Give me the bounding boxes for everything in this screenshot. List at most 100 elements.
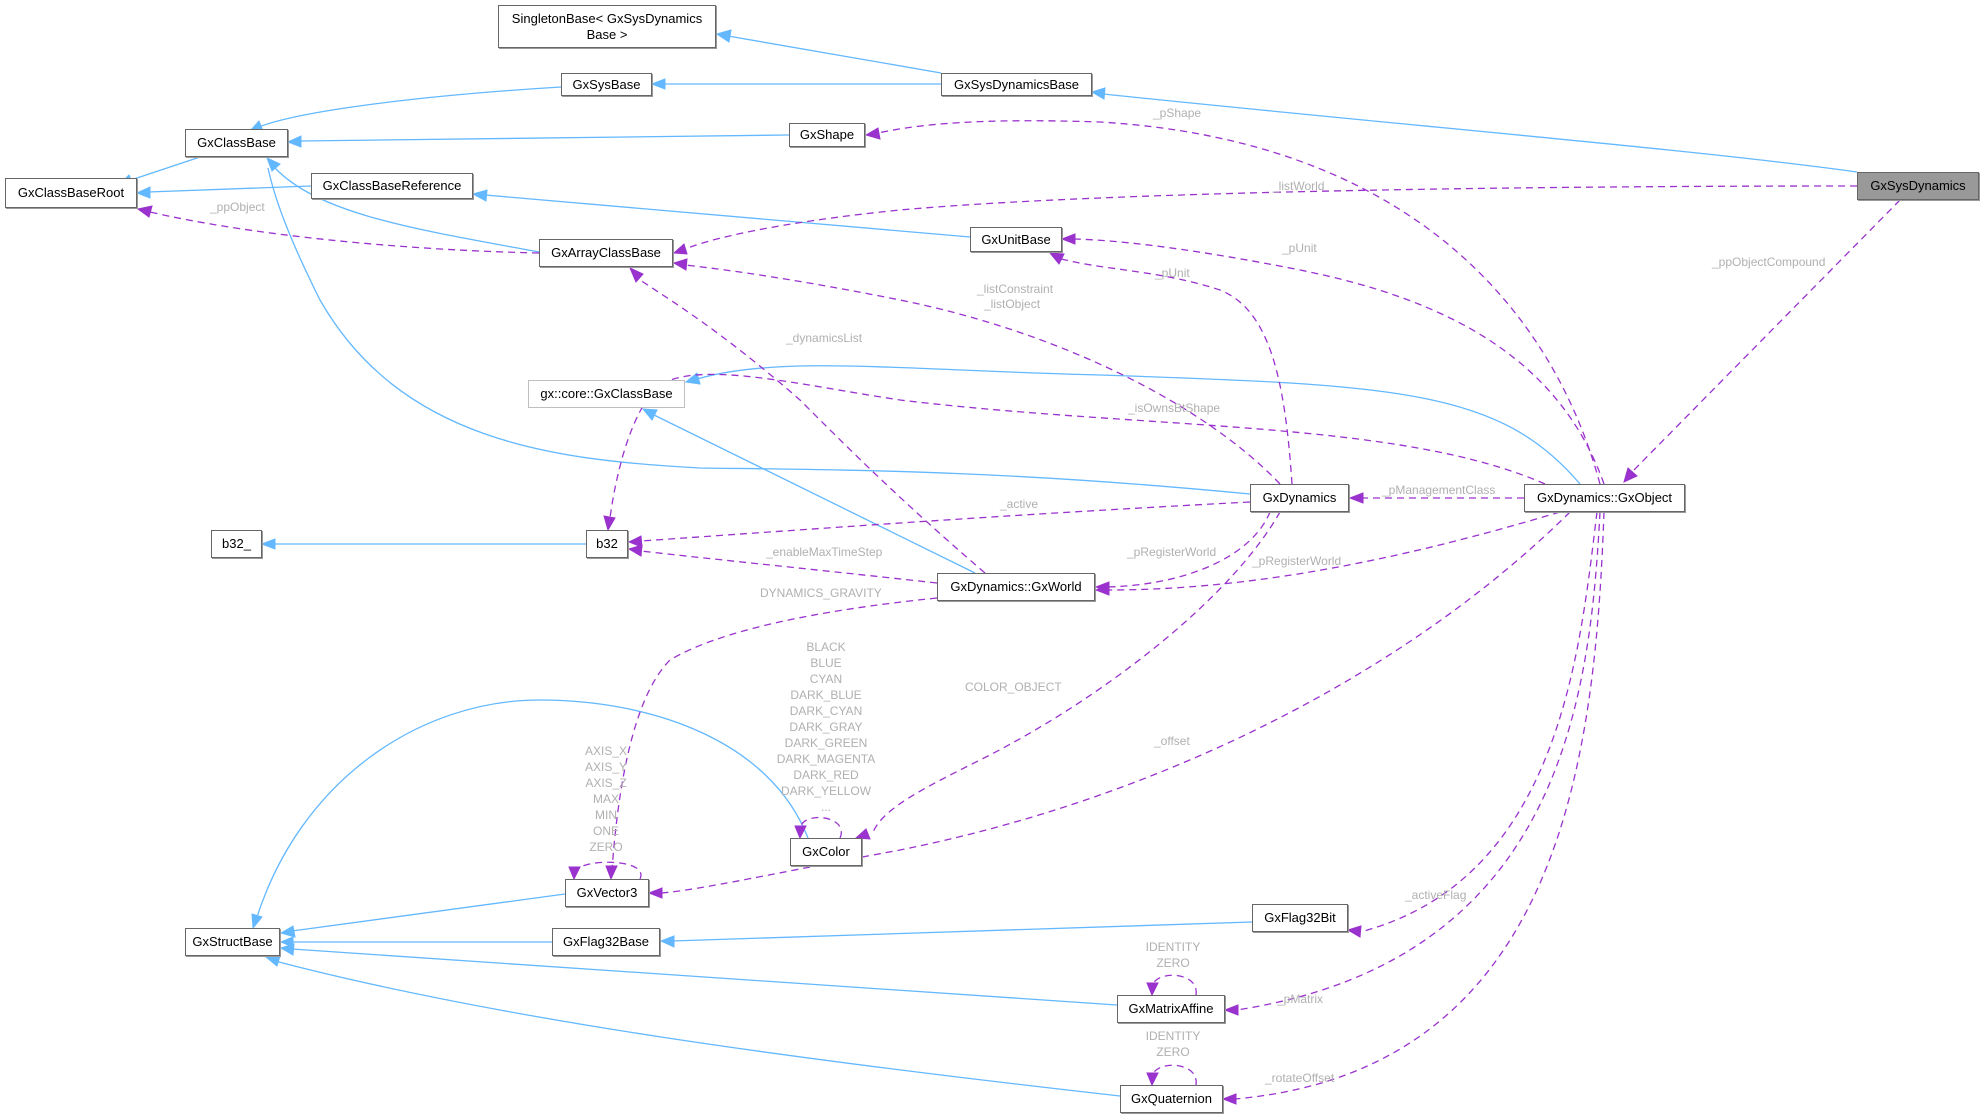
usage-edges (136, 120, 1901, 1105)
arrowhead-root-2 (135, 186, 151, 199)
constant-label: ZERO (1156, 956, 1189, 970)
arrowhead-arrayclassbase-2 (672, 258, 688, 271)
node-gxdynamics-gxobject[interactable]: GxDynamics::GxObject (1524, 484, 1685, 512)
arrowhead-b32-1 (603, 515, 616, 532)
matrix-constants-label: IDENTITY ZERO (1146, 940, 1201, 970)
label-pRegisterWorld1: _pRegisterWorld (1126, 545, 1216, 559)
quaternion-constants-label: IDENTITY ZERO (1146, 1029, 1201, 1059)
node-gxsysbase[interactable]: GxSysBase (561, 73, 652, 96)
node-gxflag32bit[interactable]: GxFlag32Bit (1252, 904, 1348, 932)
edge-color-structbase (255, 699, 809, 921)
label-pUnit2: _pUnit (1154, 266, 1190, 280)
arrowhead-structbase-1 (251, 913, 263, 930)
constant-label: IDENTITY (1146, 1029, 1201, 1043)
arrowhead-structbase-2 (279, 925, 296, 938)
arrowhead-color-1 (854, 828, 871, 840)
edge-pUnit2 (1057, 257, 1293, 485)
edge-ppObject (149, 211, 540, 254)
edge-labels: _pShape _listWorld _ppObject _ppObjectCo… (209, 106, 1825, 1085)
arrowhead-b32-2 (627, 535, 643, 548)
node-gxstructbase[interactable]: GxStructBase (185, 928, 280, 956)
edge-activeFlag (1359, 511, 1598, 933)
edge-listWorld (684, 185, 1858, 250)
arrowhead-quaternion (1221, 1093, 1237, 1105)
node-b32-underscore[interactable]: b32_ (211, 530, 262, 558)
constant-label: BLUE (810, 656, 841, 670)
node-gxdynamics-gxworld[interactable]: GxDynamics::GxWorld (937, 573, 1095, 601)
constant-label: ZERO (1156, 1045, 1189, 1059)
node-singletonbase[interactable]: SingletonBase< GxSysDynamics Base > (498, 5, 716, 48)
arrowhead-arrayclassbase-3 (629, 267, 644, 283)
arrowhead-sysdynbase (1090, 87, 1106, 100)
edge-classbaseref-root (147, 185, 312, 193)
constant-label: DARK_BLUE (790, 688, 861, 702)
arrowhead-classbaseref (471, 189, 488, 202)
edge-pUnit1 (1073, 238, 1605, 485)
edge-gxworld-coreclassbase (651, 413, 976, 574)
node-gx-core-gxclassbase[interactable]: gx::core::GxClassBase (528, 380, 685, 408)
node-gxmatrixaffine[interactable]: GxMatrixAffine (1117, 995, 1225, 1023)
label-isOwnsBtShape: _isOwnsBtShape (1127, 401, 1220, 415)
edge-rotateOffset (1234, 511, 1605, 1100)
edge-sysbase-classbase (255, 86, 562, 129)
edge-quaternion-structbase (274, 960, 1121, 1097)
node-gxdynamics[interactable]: GxDynamics (1250, 484, 1349, 512)
constant-label: DARK_YELLOW (781, 784, 872, 798)
edge-classbase-root (127, 156, 201, 182)
label-dynamicsGravity: DYNAMICS_GRAVITY (760, 586, 882, 600)
constant-label: IDENTITY (1146, 940, 1201, 954)
arrowhead-unitbase-1 (1060, 233, 1076, 245)
arrowhead-gxworld-2 (1094, 584, 1110, 596)
node-gxshape[interactable]: GxShape (789, 123, 865, 147)
label-pRegisterWorld2: _pRegisterWorld (1251, 554, 1341, 568)
arrowhead-structbase-5 (264, 955, 281, 967)
node-gxquaternion[interactable]: GxQuaternion (1120, 1085, 1223, 1113)
arrowhead-gxobject (1623, 467, 1638, 483)
arrowhead-b32-3 (627, 544, 643, 557)
label-listObject: _listObject (983, 297, 1041, 311)
label-colorObject: COLOR_OBJECT (965, 680, 1062, 694)
edge-isOwnsBtShape (609, 373, 1546, 519)
label-offset: _offset (1153, 734, 1190, 748)
node-gxsysdynamicsbase[interactable]: GxSysDynamicsBase (941, 73, 1092, 96)
edge-listConstraint (684, 264, 1281, 485)
node-b32[interactable]: b32 (586, 530, 628, 558)
node-gxcolor[interactable]: GxColor (790, 838, 862, 866)
edge-pRegisterWorld1 (1107, 511, 1271, 588)
arrowhead-color-self (794, 825, 807, 840)
edge-vector3-structbase (291, 893, 566, 932)
edge-pRegisterWorld2 (1107, 511, 1561, 591)
arrowhead-structbase-3 (279, 936, 294, 948)
arrowhead-arrayclassbase-1 (672, 243, 688, 255)
node-gxclassbasereference[interactable]: GxClassBaseReference (311, 173, 473, 199)
node-gxsysdynamics[interactable]: GxSysDynamics (1857, 172, 1979, 200)
node-gxclassbase[interactable]: GxClassBase (185, 129, 288, 157)
constant-label: AXIS_Y (585, 760, 627, 774)
node-gxvector3[interactable]: GxVector3 (565, 879, 649, 907)
arrowhead-singleton (715, 29, 732, 43)
arrowhead-root-3 (136, 205, 153, 218)
arrowhead-flag32bit (1346, 925, 1362, 938)
edge-enableMaxTimeStep (640, 550, 938, 584)
edge-arrayclassbase-classbase (274, 167, 540, 253)
edge-offset (660, 511, 1571, 894)
arrowhead-vector3-1 (605, 865, 618, 881)
edge-ppObjectCompound (1631, 199, 1901, 473)
node-gxunitbase[interactable]: GxUnitBase (970, 227, 1062, 252)
node-gxclassbaseroot[interactable]: GxClassBaseRoot (5, 178, 137, 208)
arrowhead-classbase-2 (286, 135, 302, 148)
edge-sysdynbase-singleton (727, 35, 942, 74)
node-gxarrayclassbase[interactable]: GxArrayClassBase (539, 239, 673, 267)
edge-unitbase-classbaseref (484, 194, 971, 238)
edge-colorObject (871, 511, 1281, 836)
label-ppObject: _ppObject (209, 200, 265, 214)
edge-dynamicsList (636, 277, 986, 574)
arrowhead-sysbase (650, 78, 666, 90)
constant-label: BLACK (806, 640, 845, 654)
constant-label: AXIS_Z (585, 776, 626, 790)
constant-label: DARK_GRAY (789, 720, 862, 734)
node-gxflag32base[interactable]: GxFlag32Base (552, 928, 660, 956)
constant-label: DARK_RED (793, 768, 859, 782)
constant-label: ONE (593, 824, 619, 838)
edge-quaternion-self (1151, 1064, 1197, 1086)
